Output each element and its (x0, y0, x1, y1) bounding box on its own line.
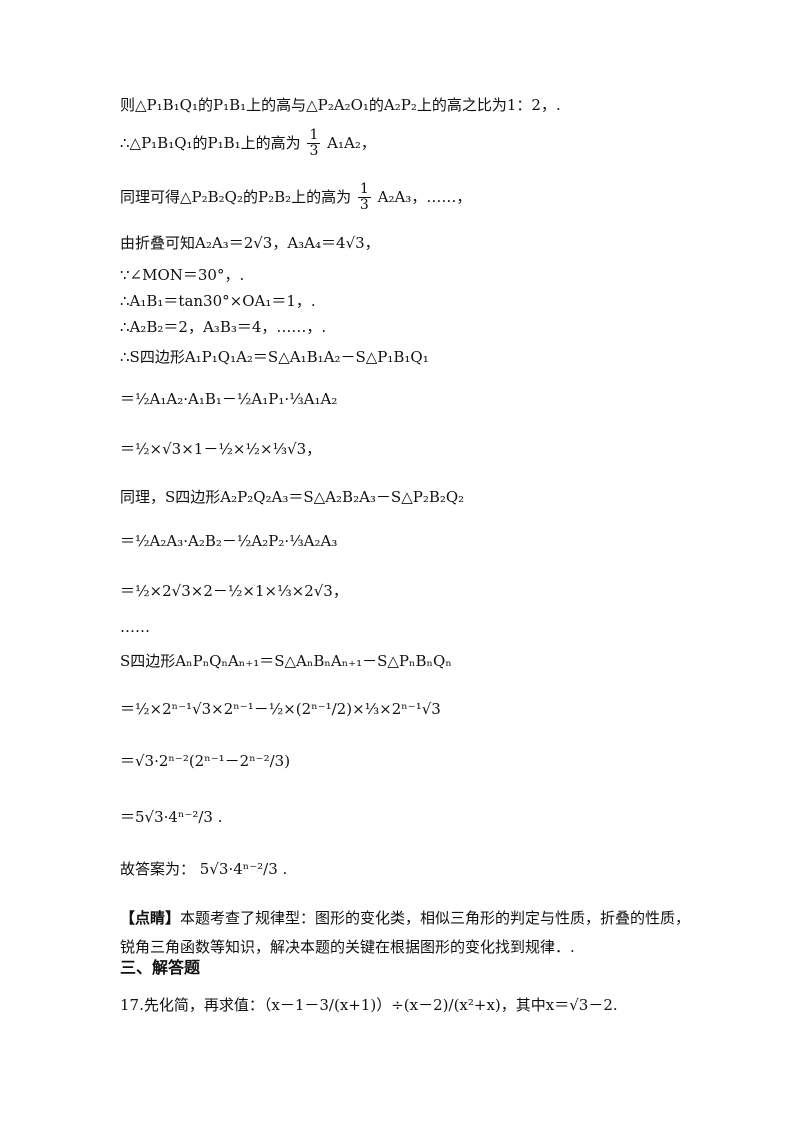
solution-line-13: ＝½×2√3×2－½×1×⅓×2√3， (120, 582, 348, 600)
solution-line-7: ∴A₂B₂＝2，A₃B₃＝4，……，. (120, 318, 327, 336)
final-answer-label: 故答案为： (120, 860, 196, 878)
solution-line-12: ＝½A₂A₃·A₂B₂－½A₂P₂·⅓A₂A₃ (120, 532, 338, 550)
solution-line-17: ＝√3·2ⁿ⁻²(2ⁿ⁻¹－2ⁿ⁻²/3) (120, 752, 291, 770)
final-answer-line: 故答案为： 5√3·4ⁿ⁻²/3 . (120, 860, 740, 879)
solution-line-9: ＝½A₁A₂·A₁B₁－½A₁P₁·⅓A₁A₂ (120, 390, 338, 408)
solution-line-3-post: A₂A₃，……， (377, 187, 472, 206)
solution-line-4: 由折叠可知A₂A₃＝2√3，A₃A₄＝4√3， (120, 234, 380, 252)
solution-line-11: 同理，S四边形A₂P₂Q₂A₃＝S△A₂B₂A₃－S△P₂B₂Q₂ (120, 488, 465, 506)
final-answer-value: 5√3·4ⁿ⁻²/3 . (199, 860, 288, 878)
question-number: 17. (120, 996, 144, 1014)
question-text: 先化简，再求值：（x－1－3/(x+1)）÷(x－2)/(x²+x)，其中x＝√… (143, 996, 618, 1014)
comment-paragraph: 【点睛】本题考查了规律型：图形的变化类，相似三角形的判定与性质，折叠的性质，锐角… (120, 904, 692, 961)
solution-line-2-pre: ∴△P₁B₁Q₁的P₁B₁上的高为 (120, 133, 301, 152)
solution-line-15: S四边形AₙPₙQₙAₙ₊₁＝S△AₙBₙAₙ₊₁－S△PₙBₙQₙ (120, 652, 452, 670)
solution-line-1: 则△P₁B₁Q₁的P₁B₁上的高与△P₂A₂O₁的A₂P₂上的高之比为1：2，. (120, 96, 561, 114)
solution-line-2-post: A₁A₂， (327, 133, 376, 152)
comment-label: 【点睛】 (120, 909, 181, 927)
question-17: 17.先化简，再求值：（x－1－3/(x+1)）÷(x－2)/(x²+x)，其中… (120, 996, 740, 1015)
solution-line-14: …… (120, 618, 150, 636)
solution-line-10: ＝½×√3×1－½×½×⅓√3， (120, 440, 322, 458)
solution-line-5: ∵∠MON＝30°，. (120, 266, 245, 284)
solution-line-6: ∴A₁B₁＝tan30°×OA₁＝1，. (120, 292, 316, 310)
solution-line-16: ＝½×2ⁿ⁻¹√3×2ⁿ⁻¹－½×(2ⁿ⁻¹/2)×⅓×2ⁿ⁻¹√3 (120, 700, 441, 718)
solution-line-3-pre: 同理可得△P₂B₂Q₂的P₂B₂上的高为 (120, 187, 352, 206)
section-title: 三、解答题 (120, 958, 201, 977)
solution-line-8: ∴S四边形A₁P₁Q₁A₂＝S△A₁B₁A₂－S△P₁B₁Q₁ (120, 348, 429, 366)
solution-line-18: ＝5√3·4ⁿ⁻²/3 . (120, 808, 223, 826)
comment-text: 本题考查了规律型：图形的变化类，相似三角形的判定与性质，折叠的性质，锐角三角函数… (120, 909, 691, 956)
